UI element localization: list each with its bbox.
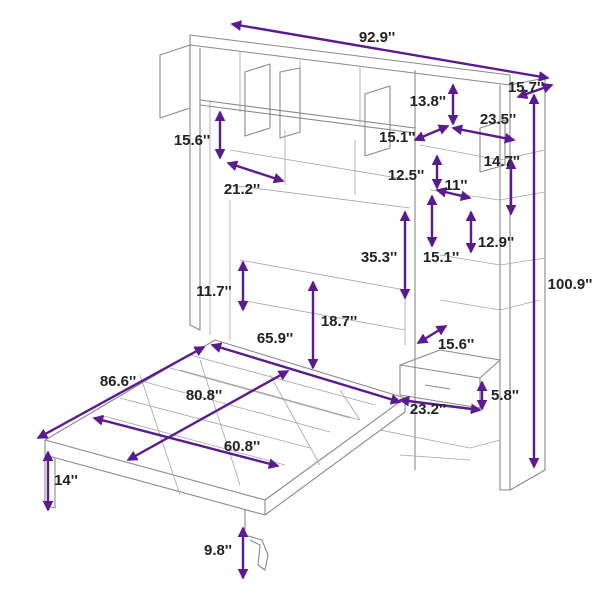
- dim-arrow-mattress-width: [92, 415, 280, 469]
- dim-arrow-nightstand-depth: [416, 324, 448, 345]
- label-nightstand-width: 23.2'': [410, 401, 446, 418]
- label-side-shelf-width: 11'': [445, 177, 468, 194]
- label-side-depth: 15.7'': [508, 79, 544, 96]
- right-tower-side: [509, 77, 546, 491]
- dim-arrow-upper-compartment-depth: [413, 124, 450, 142]
- cabinet-door-4: [364, 85, 391, 157]
- furniture-drawing: [44, 34, 546, 571]
- cabinet-door-5: [479, 119, 506, 173]
- label-upper-side-width: 23.5'': [480, 111, 516, 128]
- nightstand-drawer-handle: [424, 384, 451, 390]
- label-mattress-diagonal: 80.8'': [186, 387, 222, 404]
- dim-arrow-nightstand-width: [398, 395, 482, 415]
- dim-arrow-side-shelf-width: [435, 186, 472, 202]
- label-total-width: 92.9'': [359, 29, 395, 46]
- cabinet-door-1: [159, 44, 191, 119]
- cabinet-door-2: [244, 63, 271, 137]
- nightstand-base: [379, 429, 501, 461]
- label-mattress-width: 60.8'': [224, 438, 260, 455]
- label-upper-shelf-width: 21.2'': [224, 181, 260, 198]
- dim-arrow-side-depth: [516, 82, 554, 100]
- label-leg-height: 14'': [54, 472, 78, 489]
- nightstand-top: [399, 349, 501, 379]
- bed-frame-edge: [44, 398, 406, 516]
- label-headboard-height: 35.3'': [361, 249, 397, 266]
- upper-cabinet-bottom: [199, 99, 416, 134]
- cabinet-door-3: [279, 67, 301, 139]
- dimension-arrows: [36, 20, 554, 580]
- label-side-middle-height: 15.1'': [423, 249, 459, 266]
- dim-arrow-upper-shelf-width: [226, 160, 285, 184]
- top-panel: [189, 34, 511, 86]
- label-bed-height: 18.7'': [321, 313, 357, 330]
- right-tower-shelves: [419, 144, 546, 311]
- label-leg-clearance: 9.8'': [204, 542, 232, 559]
- label-total-height: 100.9'': [548, 276, 593, 293]
- label-upper-compartment-height: 13.8'': [410, 93, 446, 110]
- bed-leg-right: [244, 510, 269, 571]
- label-side-lower-shelf-height: 12.9'': [478, 234, 514, 251]
- label-bed-width: 65.9'': [257, 330, 293, 347]
- label-drawer-height: 5.8'': [491, 387, 519, 404]
- label-footboard-gap: 11.7'': [196, 283, 232, 300]
- dim-arrow-bed-length: [36, 345, 206, 440]
- label-upper-shelf-height: 15.6'': [174, 132, 210, 149]
- label-side-shelf-height: 12.5'': [388, 167, 424, 184]
- label-bed-length: 86.6'': [100, 373, 136, 390]
- headboard-panel: [229, 200, 406, 345]
- dim-arrow-total-width: [230, 20, 550, 82]
- dim-arrow-upper-side-width: [451, 124, 516, 144]
- label-side-cabinet-depth: 14.7'': [484, 153, 520, 170]
- middle-shelf-row: [229, 130, 411, 209]
- label-upper-compartment-depth: 15.1'': [379, 129, 415, 146]
- left-side-panel: [189, 45, 201, 331]
- dimension-labels: 92.9'' 15.7'' 13.8'' 23.5'' 15.1'' 15.6'…: [54, 29, 592, 559]
- dim-arrow-bed-width: [210, 342, 402, 405]
- label-nightstand-depth: 15.6'': [438, 336, 474, 353]
